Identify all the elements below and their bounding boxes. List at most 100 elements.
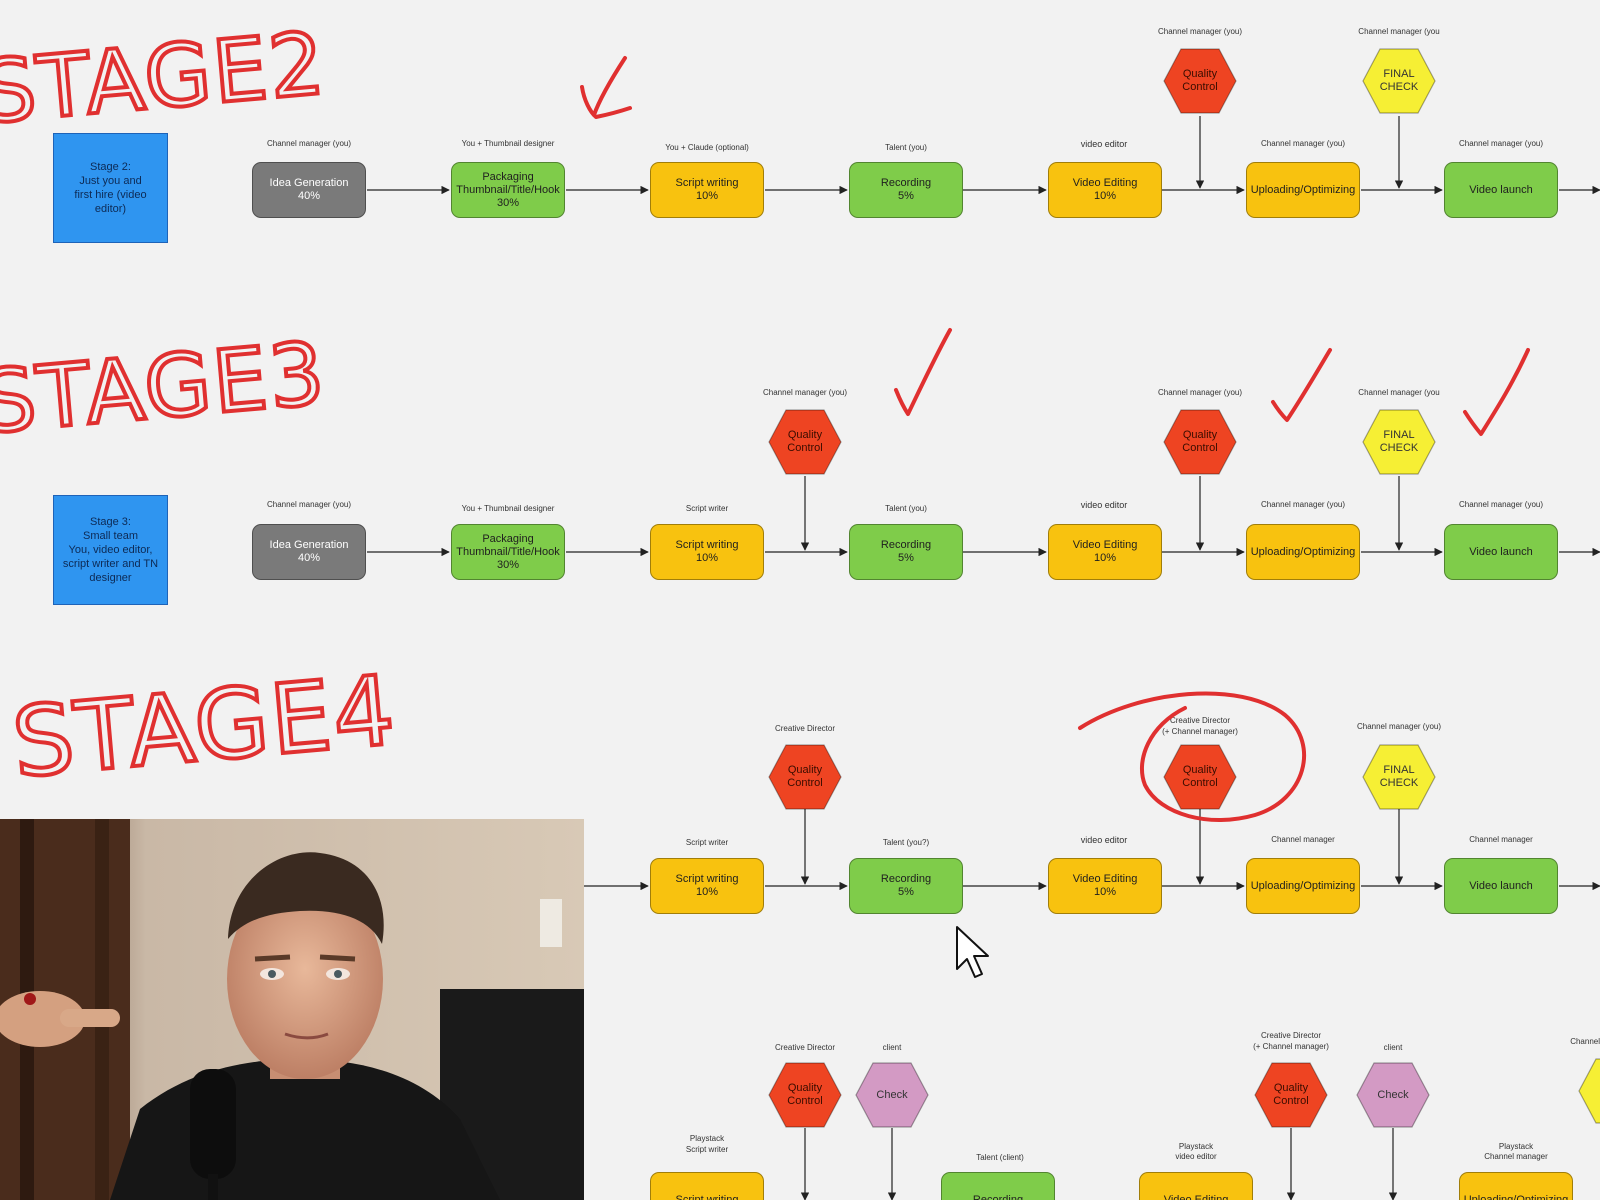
role-label: Channel manager (you)	[1260, 139, 1346, 148]
checkmark-icon	[894, 328, 952, 416]
s5-script-writing-node[interactable]: Script writing	[650, 1172, 764, 1200]
stage3-description-box[interactable]: Stage 3: Small team You, video editor, s…	[53, 495, 168, 605]
role-label: Channel manager (you	[1358, 388, 1440, 397]
node-label: Uploading/Optimizing	[1250, 545, 1356, 558]
role-label: Creative Director	[1169, 716, 1230, 725]
hex-label: Control	[787, 442, 823, 454]
circle-annotation	[1078, 691, 1307, 823]
s2-packaging-node[interactable]: Packaging Thumbnail/Title/Hook 30%	[451, 162, 565, 218]
hexagon-shape	[768, 744, 842, 810]
s4-quality-control-hex-2[interactable]: Quality Control	[1163, 744, 1237, 810]
role-label: Channel manager (you)	[266, 139, 352, 148]
node-percent: 40%	[297, 190, 321, 202]
s5-quality-control-hex-1[interactable]: Quality Control	[768, 1062, 842, 1128]
s3-video-launch-node[interactable]: Video launch	[1444, 524, 1558, 580]
stage2-handwritten-title: STAGE2	[0, 14, 330, 144]
node-label: Recording	[880, 177, 932, 189]
s3-script-writing-node[interactable]: Script writing 10%	[650, 524, 764, 580]
s5-final-check-hex-partial[interactable]	[1578, 1058, 1600, 1124]
role-label: You + Thumbnail designer	[461, 139, 555, 148]
s2-video-launch-node[interactable]: Video launch	[1444, 162, 1558, 218]
hexagon-shape	[1578, 1058, 1600, 1124]
role-label: Talent (client)	[976, 1153, 1024, 1162]
node-label: Recording	[880, 873, 932, 885]
role-label: You + Thumbnail designer	[461, 504, 555, 513]
node-percent: 5%	[898, 190, 914, 202]
node-label: Idea Generation	[269, 539, 349, 551]
hex-label: CHECK	[1379, 777, 1419, 789]
stage-box-line: editor)	[94, 203, 127, 215]
node-label: Thumbnail/Title/Hook	[456, 183, 560, 196]
s2-script-writing-node[interactable]: Script writing 10%	[650, 162, 764, 218]
stage2-description-box[interactable]: Stage 2: Just you and first hire (video …	[53, 133, 168, 243]
s5-quality-control-hex-2[interactable]: Quality Control	[1254, 1062, 1328, 1128]
s4-script-writing-node[interactable]: Script writing 10%	[650, 858, 764, 914]
node-label: Script writing	[675, 177, 739, 189]
s3-final-check-hex[interactable]: FINAL CHECK	[1362, 409, 1436, 475]
s3-idea-generation-node[interactable]: Idea Generation 40%	[252, 524, 366, 580]
role-label: Channel	[1570, 1037, 1600, 1046]
s2-quality-control-hex[interactable]: Quality Control	[1163, 48, 1237, 114]
node-label: Recording	[880, 539, 932, 551]
s2-recording-node[interactable]: Recording 5%	[849, 162, 963, 218]
s4-final-check-hex[interactable]: FINAL CHECK	[1362, 744, 1436, 810]
hex-label: Check	[1377, 1088, 1409, 1101]
hex-label: Control	[787, 777, 823, 789]
hex-label: Quality	[787, 1082, 823, 1094]
s3-uploading-node[interactable]: Uploading/Optimizing	[1246, 524, 1360, 580]
s4-recording-node[interactable]: Recording 5%	[849, 858, 963, 914]
role-label: Channel manager (you)	[1356, 722, 1442, 731]
hex-label: Quality	[787, 429, 823, 441]
node-percent: 10%	[1093, 552, 1117, 564]
hexagon-shape	[1254, 1062, 1328, 1128]
webcam-video-overlay[interactable]	[0, 819, 584, 1200]
s2-video-editing-node[interactable]: Video Editing 10%	[1048, 162, 1162, 218]
role-label: Channel manager (you)	[1458, 500, 1544, 509]
node-label: Script writing	[675, 1193, 739, 1200]
hexagon-shape	[768, 1062, 842, 1128]
node-percent: 5%	[898, 886, 914, 898]
role-label: Channel manager (you)	[1458, 139, 1544, 148]
s3-quality-control-hex-2[interactable]: Quality Control	[1163, 409, 1237, 475]
s5-client-check-hex-1[interactable]: Check	[855, 1062, 929, 1128]
s3-quality-control-hex-1[interactable]: Quality Control	[768, 409, 842, 475]
s5-client-check-hex-2[interactable]: Check	[1356, 1062, 1430, 1128]
node-label: Packaging	[482, 532, 534, 545]
s5-video-editing-node[interactable]: Video Editing	[1139, 1172, 1253, 1200]
hex-label: Control	[1273, 1095, 1309, 1107]
presenter-video-frame	[0, 819, 584, 1200]
hex-label: Quality	[1273, 1082, 1309, 1094]
node-label: Uploading/Optimizing	[1463, 1193, 1569, 1200]
stage-box-line: Just you and	[79, 175, 142, 187]
hexagon-shape	[1362, 48, 1436, 114]
role-label: (+ Channel manager)	[1253, 1042, 1329, 1051]
role-label: Playstack	[1178, 1142, 1214, 1151]
s2-final-check-hex[interactable]: FINAL CHECK	[1362, 48, 1436, 114]
node-percent: 5%	[898, 552, 914, 564]
role-label: video editor	[1080, 500, 1128, 510]
node-label: Script writing	[675, 873, 739, 885]
s3-recording-node[interactable]: Recording 5%	[849, 524, 963, 580]
role-label: Talent (you)	[885, 143, 927, 152]
stage-box-line: designer	[89, 572, 132, 584]
s4-video-launch-node[interactable]: Video launch	[1444, 858, 1558, 914]
role-label: client	[1383, 1043, 1403, 1052]
s5-uploading-node[interactable]: Uploading/Optimizing	[1459, 1172, 1573, 1200]
s2-uploading-node[interactable]: Uploading/Optimizing	[1246, 162, 1360, 218]
s2-idea-generation-node[interactable]: Idea Generation 40%	[252, 162, 366, 218]
role-label: video editor	[1175, 1152, 1217, 1161]
s3-packaging-node[interactable]: Packaging Thumbnail/Title/Hook 30%	[451, 524, 565, 580]
s4-quality-control-hex-1[interactable]: Quality Control	[768, 744, 842, 810]
role-label: Playstack	[689, 1134, 725, 1143]
role-label: client	[882, 1043, 902, 1052]
s4-uploading-node[interactable]: Uploading/Optimizing	[1246, 858, 1360, 914]
s3-video-editing-node[interactable]: Video Editing 10%	[1048, 524, 1162, 580]
s4-video-editing-node[interactable]: Video Editing 10%	[1048, 858, 1162, 914]
node-label: Video launch	[1469, 879, 1533, 892]
role-label: Script writer	[685, 838, 729, 847]
hex-label: Check	[876, 1088, 908, 1101]
s5-recording-node[interactable]: Recording	[941, 1172, 1055, 1200]
